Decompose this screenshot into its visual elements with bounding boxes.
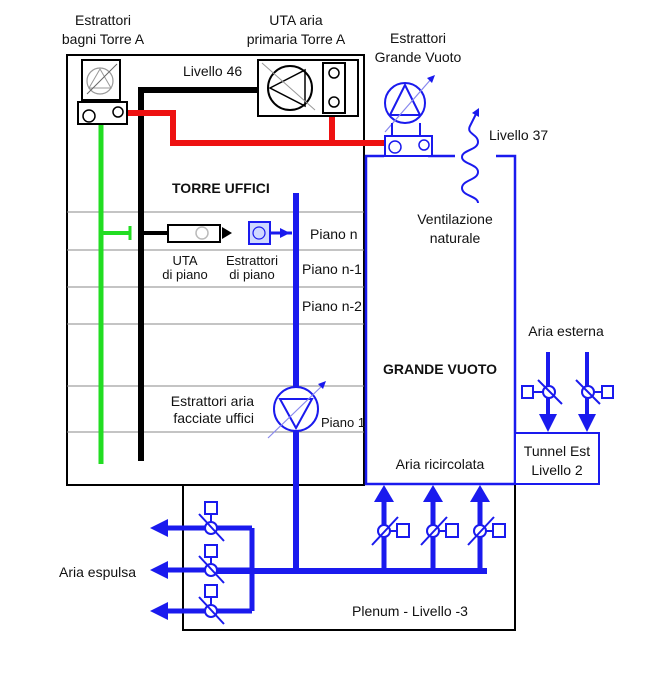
label-piano-n1: Piano n-1 [302, 261, 362, 277]
label-piano-n2: Piano n-2 [302, 298, 362, 314]
label-piano-n: Piano n [310, 226, 357, 242]
label-estrattori-facciate-2: facciate uffici [173, 410, 254, 426]
label-estrattori-di-piano-2: di piano [229, 267, 275, 282]
label-aria-ricircolata: Aria ricircolata [396, 456, 485, 472]
tunnel-est-box [514, 432, 600, 485]
estrattori-facciate-fan [267, 381, 326, 439]
label-tunnel-est-1: Tunnel Est [524, 443, 591, 459]
label-plenum: Plenum - Livello -3 [352, 603, 468, 619]
torre-uffici-outline [66, 54, 365, 486]
label-piano-1: Piano 1 [321, 415, 365, 430]
plenum-outline [182, 485, 516, 631]
natural-ventilation-arrowhead [472, 108, 479, 117]
estrattori-di-piano-unit [248, 221, 292, 245]
floor-lines [67, 211, 364, 433]
label-uta-di-piano-2: di piano [162, 267, 208, 282]
label-livello-46: Livello 46 [183, 63, 242, 79]
label-livello-37: Livello 37 [489, 127, 548, 143]
aria-espulsa-dampers [150, 501, 255, 625]
red-exhaust-duct [125, 110, 388, 146]
label-aria-esterna: Aria esterna [528, 323, 604, 339]
estrattori-grande-vuoto-unit [384, 75, 435, 157]
grande-vuoto-outline [364, 154, 515, 486]
black-primary-duct [138, 87, 260, 461]
label-estrattori-facciate-1: Estrattori aria [171, 393, 254, 409]
label-grande-vuoto: GRANDE VUOTO [383, 361, 497, 377]
label-estrattori-bagni-1: Estrattori [75, 12, 131, 28]
label-estrattori-gv-2: Grande Vuoto [375, 49, 462, 65]
label-uta-di-piano-1: UTA [172, 253, 197, 268]
label-torre-uffici: TORRE UFFICI [172, 180, 270, 196]
label-estrattori-di-piano-1: Estrattori [226, 253, 278, 268]
uta-di-piano-unit [167, 224, 232, 243]
label-estrattori-gv-1: Estrattori [390, 30, 446, 46]
label-ventilazione-1: Ventilazione [417, 211, 493, 227]
label-estrattori-bagni-2: bagni Torre A [62, 31, 145, 47]
label-uta-primaria-1: UTA aria [269, 12, 323, 28]
estrattori-bagni-unit [77, 59, 128, 125]
grande-vuoto-right [496, 154, 517, 484]
label-ventilazione-2: naturale [430, 230, 481, 246]
aria-esterna-dampers [521, 352, 614, 432]
recirculation-dampers [371, 485, 506, 571]
label-uta-primaria-2: primaria Torre A [247, 31, 346, 47]
label-aria-espulsa: Aria espulsa [59, 564, 136, 580]
uta-primaria-unit [257, 59, 359, 117]
natural-ventilation-icon [460, 113, 480, 204]
label-tunnel-est-2: Livello 2 [531, 462, 583, 478]
